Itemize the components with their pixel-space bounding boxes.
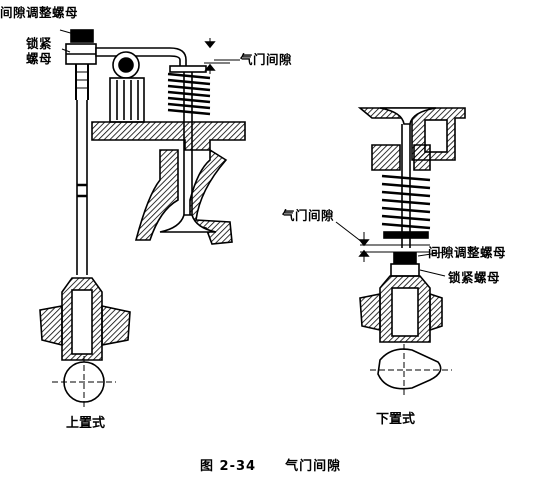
- label-upper-adjust-nut: 间隙调整螺母: [0, 5, 79, 20]
- figure-caption: 图 2-34 气门间隙: [200, 455, 341, 474]
- overhead-valve-diagram: [39, 29, 246, 408]
- label-lower-lock-nut: 锁紧螺母: [448, 270, 501, 285]
- lower-adjust-nut-shape: [393, 252, 417, 264]
- upper-valve-head: [159, 214, 217, 233]
- label-upper-lock-nut: 锁紧 螺母: [26, 36, 53, 66]
- lower-valve-spring: [381, 174, 431, 230]
- lower-lock-nut-shape: [390, 263, 420, 277]
- upper-adjust-nut-shape: [70, 29, 94, 43]
- label-lower-adjust-nut: 间隙调整螺母: [428, 245, 507, 260]
- label-upper-valve-clearance: 气门间隙: [240, 52, 293, 67]
- label-lower-valve-clearance: 气门间隙: [282, 208, 335, 223]
- lower-valve-diagram: [335, 107, 466, 398]
- subtitle-overhead: 上置式: [66, 416, 106, 431]
- cylinder-head: [91, 121, 246, 151]
- lower-camshaft: [377, 348, 442, 390]
- figure-number: 图 2-34: [200, 459, 257, 474]
- subtitle-lower: 下置式: [376, 412, 416, 427]
- upper-valve-spring: [167, 72, 211, 116]
- figure-title: 气门间隙: [285, 459, 342, 474]
- rocker-support: [109, 77, 145, 123]
